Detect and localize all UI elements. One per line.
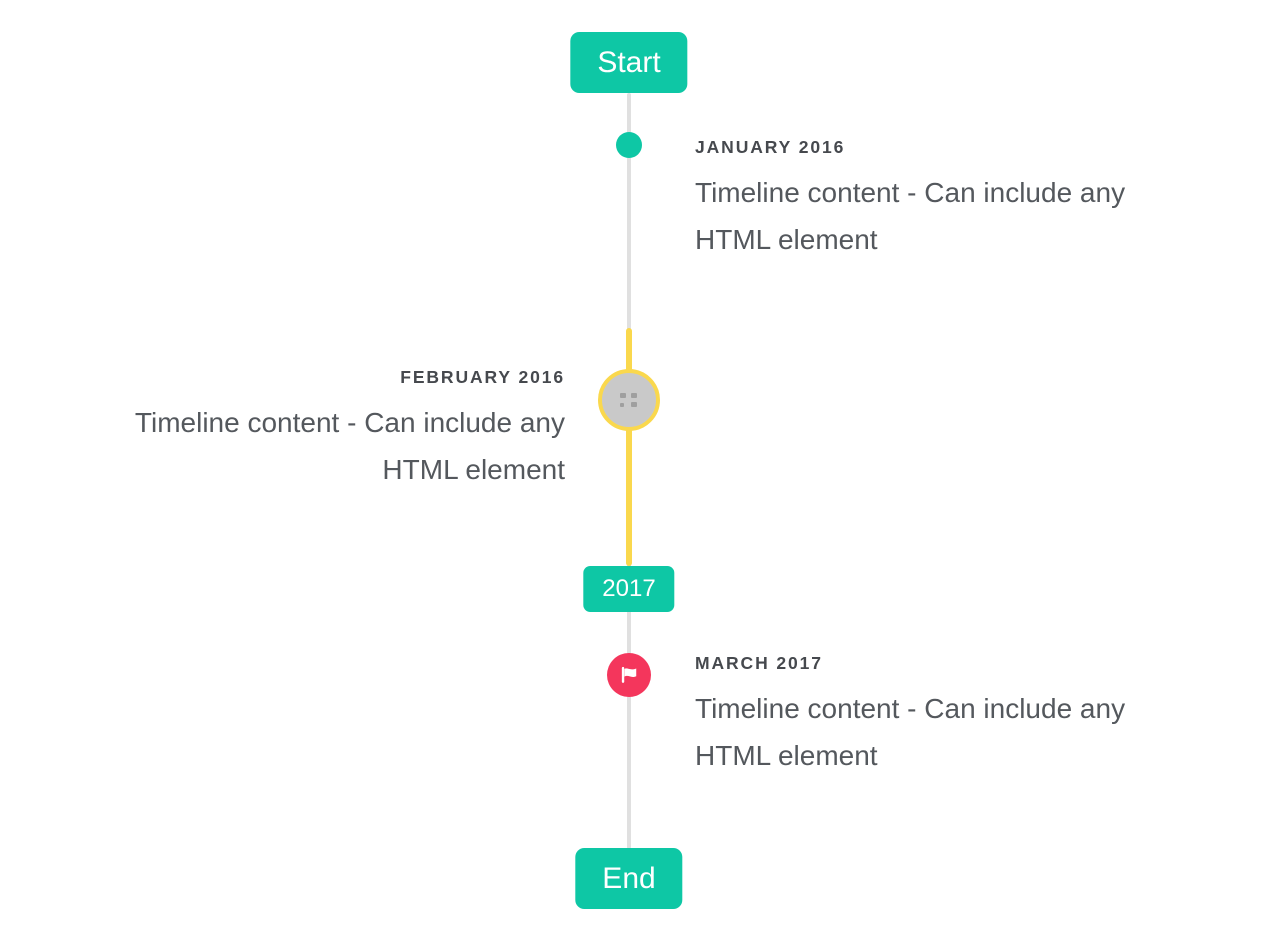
flag-icon bbox=[621, 666, 637, 683]
timeline-line-highlight-segment bbox=[626, 328, 632, 566]
timeline-entry-january: JANUARY 2016 Timeline content - Can incl… bbox=[695, 136, 1205, 263]
timeline-marker-march bbox=[607, 653, 651, 697]
entry-date-label: FEBRUARY 2016 bbox=[400, 367, 565, 387]
timeline-entry-march: MARCH 2017 Timeline content - Can includ… bbox=[695, 652, 1205, 779]
start-badge: Start bbox=[570, 32, 688, 93]
year-badge: 2017 bbox=[583, 566, 675, 612]
broken-image-icon bbox=[620, 393, 638, 407]
entry-content: Timeline content - Can include any HTML … bbox=[134, 407, 565, 485]
entry-content: Timeline content - Can include any HTML … bbox=[695, 177, 1126, 255]
timeline-entry-february: FEBRUARY 2016 Timeline content - Can inc… bbox=[55, 366, 565, 493]
end-badge: End bbox=[575, 848, 683, 909]
timeline-marker-february bbox=[598, 369, 660, 431]
timeline-marker-january bbox=[616, 132, 642, 158]
entry-date-label: JANUARY 2016 bbox=[695, 137, 846, 157]
entry-content: Timeline content - Can include any HTML … bbox=[695, 693, 1126, 771]
entry-date-label: MARCH 2017 bbox=[695, 653, 823, 673]
